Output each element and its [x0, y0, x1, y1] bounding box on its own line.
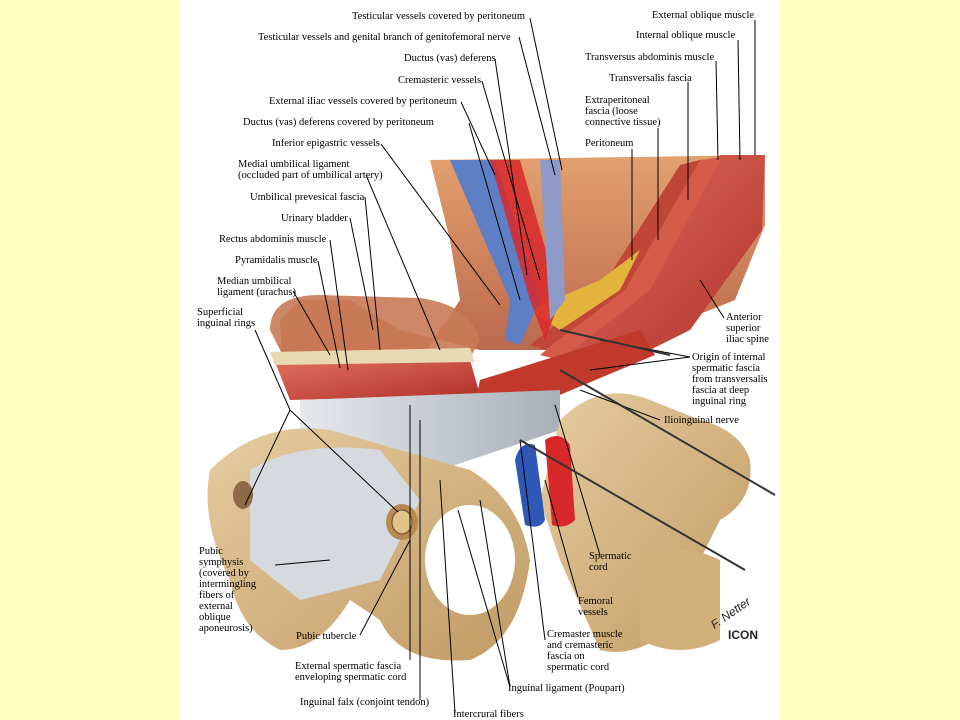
testicular-vessels: [540, 160, 565, 320]
femoral-vein: [515, 444, 545, 527]
label-internal-oblique: Internal oblique muscle: [636, 30, 736, 41]
label-pyramidalis: Pyramidalis muscle: [235, 255, 318, 266]
internal-oblique-layer: [540, 157, 722, 360]
label-urinary-bladder: Urinary bladder: [281, 213, 348, 224]
rectus-abdominis-section: [275, 360, 480, 400]
label-pubic-symphysis: Pubic symphysis (covered by interminglin…: [199, 546, 257, 634]
label-anterior-superior-iliac-spine: Anterior superior iliac spine: [726, 312, 769, 345]
pubic-foramen: [425, 505, 515, 615]
leader-lines: [244, 17, 756, 714]
label-ductus-deferens-peritoneum: Ductus (vas) deferens covered by periton…: [243, 117, 434, 128]
label-testicular-vessels-genital-branch: Testicular vessels and genital branch of…: [258, 32, 511, 43]
publisher-logo: ICON: [728, 628, 758, 642]
label-ductus-deferens: Ductus (vas) deferens: [404, 53, 496, 64]
label-transversus-abdominis: Transversus abdominis muscle: [585, 52, 715, 63]
label-inferior-epigastric-vessels: Inferior epigastric vessels: [272, 138, 380, 149]
spermatic-cord-section: [391, 509, 413, 535]
label-external-oblique: External oblique muscle: [652, 10, 755, 21]
label-external-iliac-vessels: External iliac vessels covered by perito…: [269, 96, 458, 107]
external-iliac-artery: [490, 160, 560, 340]
label-intercrural-fibers: Intercrural fibers: [453, 709, 524, 720]
label-spermatic-cord: Spermatic cord: [589, 551, 632, 573]
label-ilioinguinal-nerve: Ilioinguinal nerve: [664, 415, 739, 426]
label-external-spermatic-fascia: External spermatic fascia enveloping spe…: [295, 661, 407, 683]
label-umbilical-prevesical-fascia: Umbilical prevesical fascia: [250, 192, 365, 203]
label-peritoneum: Peritoneum: [585, 138, 634, 149]
label-cremasteric-vessels: Cremasteric vessels: [398, 75, 482, 86]
urinary-bladder: [270, 295, 480, 360]
pubic-tubercle-mark: [233, 481, 253, 509]
hip-bone: [540, 393, 751, 652]
label-medial-umbilical-ligament: Medial umbilical ligament (occluded part…: [238, 159, 383, 181]
femoral-head: [640, 550, 720, 650]
label-inguinal-ligament: Inguinal ligament (Poupart): [508, 683, 625, 694]
fascia-band: [270, 348, 475, 365]
label-origin-internal-spermatic: Origin of internal spermatic fascia from…: [692, 352, 768, 407]
label-rectus-abdominis: Rectus abdominis muscle: [219, 234, 327, 245]
retractor-probes: [519, 329, 776, 571]
label-pubic-tubercle: Pubic tubercle: [296, 631, 357, 642]
label-superficial-inguinal-rings: Superficial inguinal rings: [197, 307, 256, 329]
label-cremaster-muscle: Cremaster muscle and cremasteric fascia …: [547, 629, 623, 673]
label-extraperitoneal-fascia: Extraperitoneal fascia (loose connective…: [585, 95, 661, 128]
pubic-symphysis-fibers: [250, 447, 420, 600]
label-inguinal-falx: Inguinal falx (conjoint tendon): [300, 697, 430, 708]
external-iliac-vein: [450, 160, 540, 345]
label-transversalis-fascia: Transversalis fascia: [609, 73, 692, 84]
label-testicular-vessels-peritoneum: Testicular vessels covered by peritoneum: [352, 11, 526, 22]
label-median-umbilical-ligament: Median umbilical ligament (urachus): [217, 276, 297, 298]
label-femoral-vessels: Femoral vessels: [578, 596, 613, 618]
